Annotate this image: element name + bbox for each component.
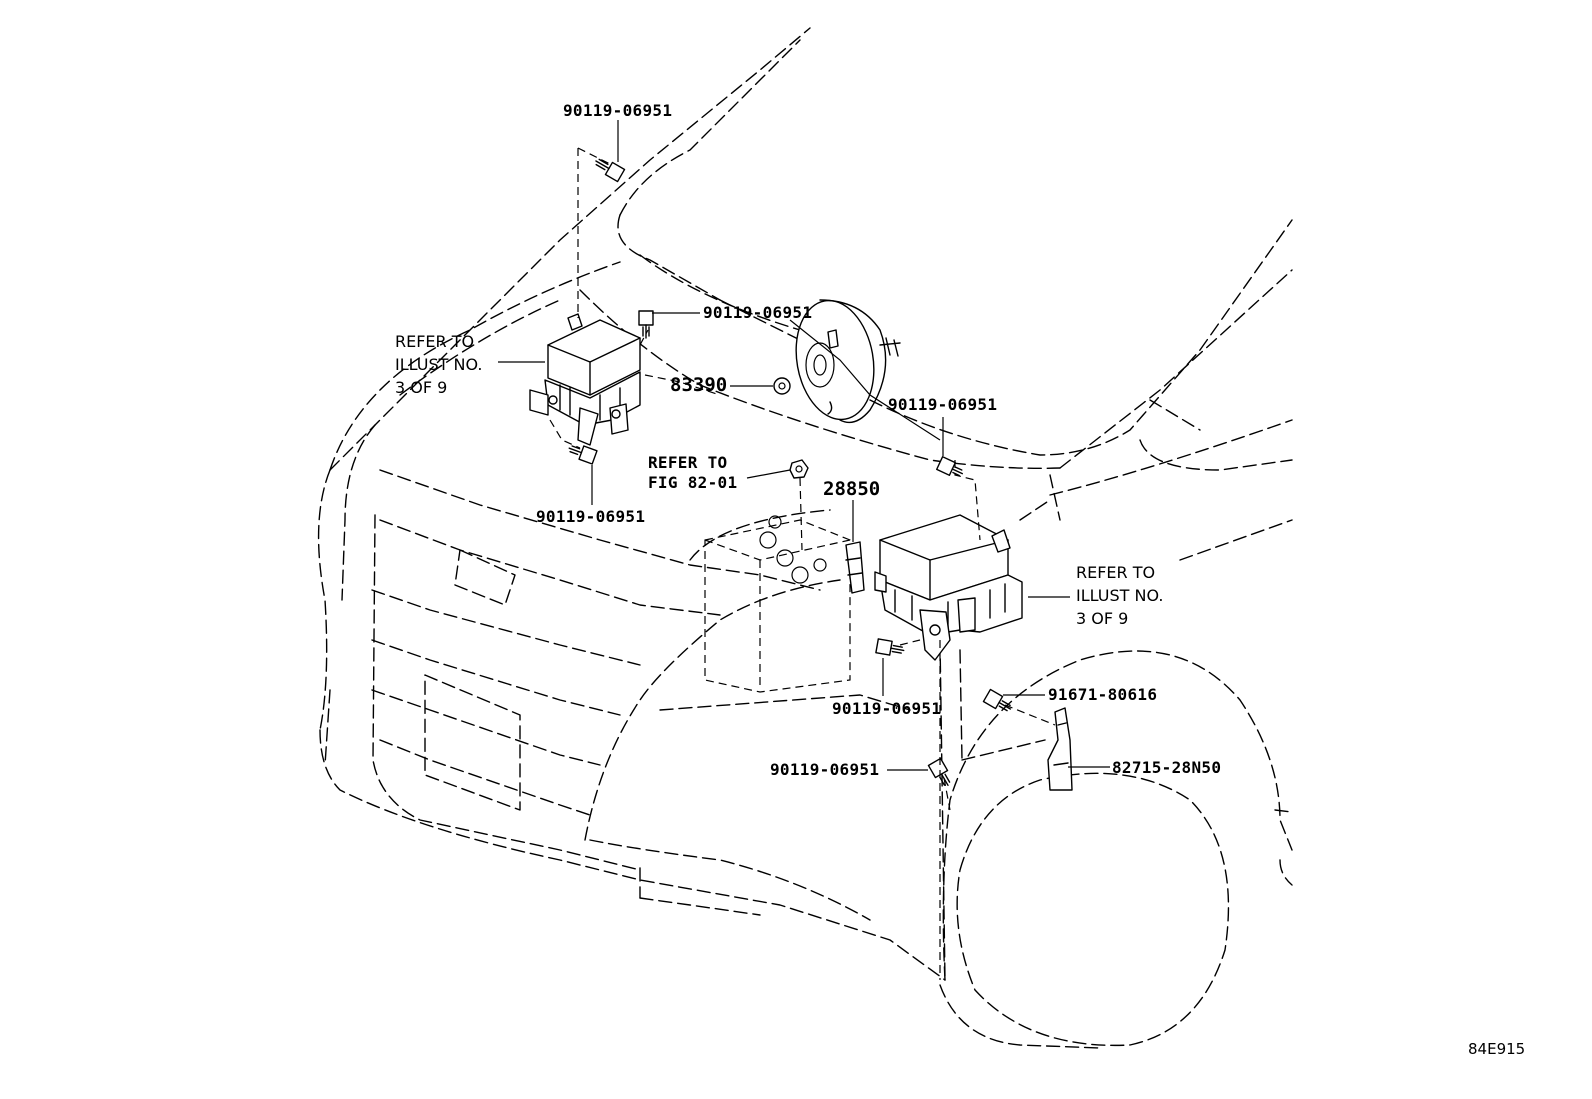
vehicle-outline bbox=[317, 27, 1293, 1049]
fasteners bbox=[568, 158, 1012, 787]
refer-illust-right-line1: REFER TO bbox=[1076, 563, 1156, 582]
part-label-90119-06951-upper-mid: 90119-06951 bbox=[703, 303, 813, 322]
bolt-p2 bbox=[638, 310, 654, 339]
bracket-28850 bbox=[845, 541, 865, 594]
bolt-p11 bbox=[927, 757, 951, 787]
figure-id: 84E915 bbox=[1468, 1040, 1526, 1058]
nut-p6 bbox=[789, 459, 809, 479]
refer-illust-right: REFER TO ILLUST NO. 3 OF 9 bbox=[1076, 561, 1163, 630]
refer-fig-line2: FIG 82-01 bbox=[648, 473, 738, 492]
relay-block-left bbox=[529, 313, 641, 446]
refer-illust-left: REFER TO ILLUST NO. 3 OF 9 bbox=[395, 330, 482, 399]
bolt-p1 bbox=[595, 158, 626, 183]
refer-illust-right-line2: ILLUST NO. bbox=[1076, 586, 1164, 605]
refer-fig-line1: REFER TO bbox=[648, 453, 728, 472]
leader-lines bbox=[498, 120, 1110, 771]
part-label-28850: 28850 bbox=[823, 478, 881, 500]
part-label-90119-06951-bottom: 90119-06951 bbox=[770, 760, 880, 779]
bolt-p5 bbox=[568, 445, 598, 465]
battery bbox=[704, 515, 851, 693]
part-label-83390: 83390 bbox=[670, 374, 728, 396]
relay-block-right bbox=[874, 514, 1023, 661]
bolt-p4 bbox=[935, 455, 964, 477]
part-label-90119-06951-right-box: 90119-06951 bbox=[832, 699, 942, 718]
nut-p3 bbox=[773, 377, 791, 395]
refer-illust-left-line2: ILLUST NO. bbox=[395, 355, 483, 374]
refer-illust-right-line3: 3 OF 9 bbox=[1076, 609, 1129, 628]
part-label-82715-28N50: 82715-28N50 bbox=[1112, 758, 1222, 777]
refer-illust-left-line3: 3 OF 9 bbox=[395, 378, 448, 397]
bracket-82715 bbox=[1047, 707, 1073, 791]
assembly-lines bbox=[549, 147, 1056, 980]
bolt-p9 bbox=[875, 638, 905, 656]
bolt-p10 bbox=[982, 688, 1012, 712]
part-label-90119-06951-booster: 90119-06951 bbox=[888, 395, 998, 414]
refer-illust-left-line1: REFER TO bbox=[395, 332, 475, 351]
part-label-90119-06951-left-lower: 90119-06951 bbox=[536, 507, 646, 526]
part-label-90119-06951-top: 90119-06951 bbox=[563, 101, 673, 120]
part-label-91671-80616: 91671-80616 bbox=[1048, 685, 1158, 704]
brake-booster bbox=[795, 299, 901, 424]
